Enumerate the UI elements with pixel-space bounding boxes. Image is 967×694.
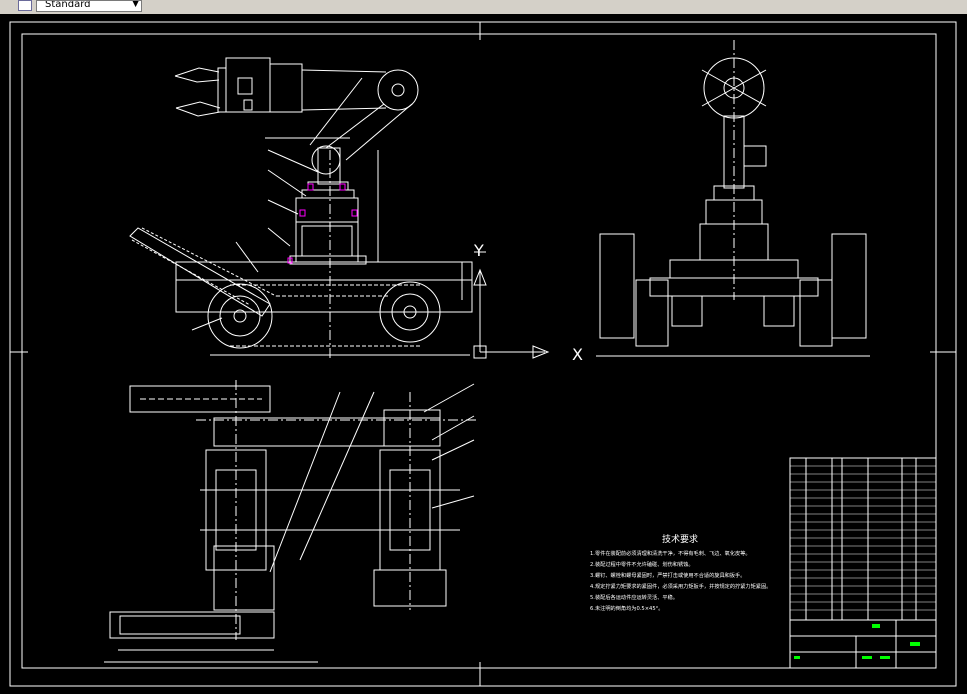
tech-requirements-notes: 1.零件在装配前必须清理和清洗干净，不得有毛刺、飞边、氧化皮等。 2.装配过程中… [590,549,771,612]
tech-note: 3.螺钉、螺栓和螺母紧固时，严禁打击或使用不合适的旋具和扳手。 [590,571,745,579]
title-block-green-marks [794,624,920,659]
tech-note: 5.装配后各运动件应运转灵活、平稳。 [590,593,678,601]
bom-rows [790,465,936,611]
ucs-axes [473,251,550,359]
front-view [596,40,870,357]
tech-requirements-title: 技术要求 [662,533,698,545]
inner-border [21,33,937,669]
tech-note: 6.未注明的倒角均为0.5×45°。 [590,604,663,612]
text-style-icon[interactable] [18,0,32,11]
section-view [104,380,476,663]
drawing-canvas[interactable]: Y X 技术要求 1.零件在装配前必须清理和清洗干净，不得有毛刺、飞边、氧化皮等… [0,14,967,690]
side-view [129,57,473,360]
tech-note: 4.规定拧紧力矩要求的紧固件，必须采用力矩扳手，并按规定的拧紧力矩紧固。 [590,582,771,590]
axis-y-label: Y [473,241,484,260]
tech-note: 2.装配过程中零件不允许磕碰、划伤和锈蚀。 [590,560,694,568]
tech-note: 1.零件在装配前必须清理和清洗干净，不得有毛刺、飞边、氧化皮等。 [590,549,751,557]
properties-toolbar: Standard ▼ [0,0,967,15]
chevron-down-icon[interactable]: ▼ [132,0,139,9]
title-block [789,457,937,669]
text-style-dropdown[interactable]: Standard ▼ [36,0,142,12]
cad-drawing: Y X 技术要求 1.零件在装配前必须清理和清洗干净，不得有毛刺、飞边、氧化皮等… [9,21,957,687]
text-style-value: Standard [45,0,91,10]
axis-x-label: X [572,345,583,364]
outer-border [9,21,957,687]
